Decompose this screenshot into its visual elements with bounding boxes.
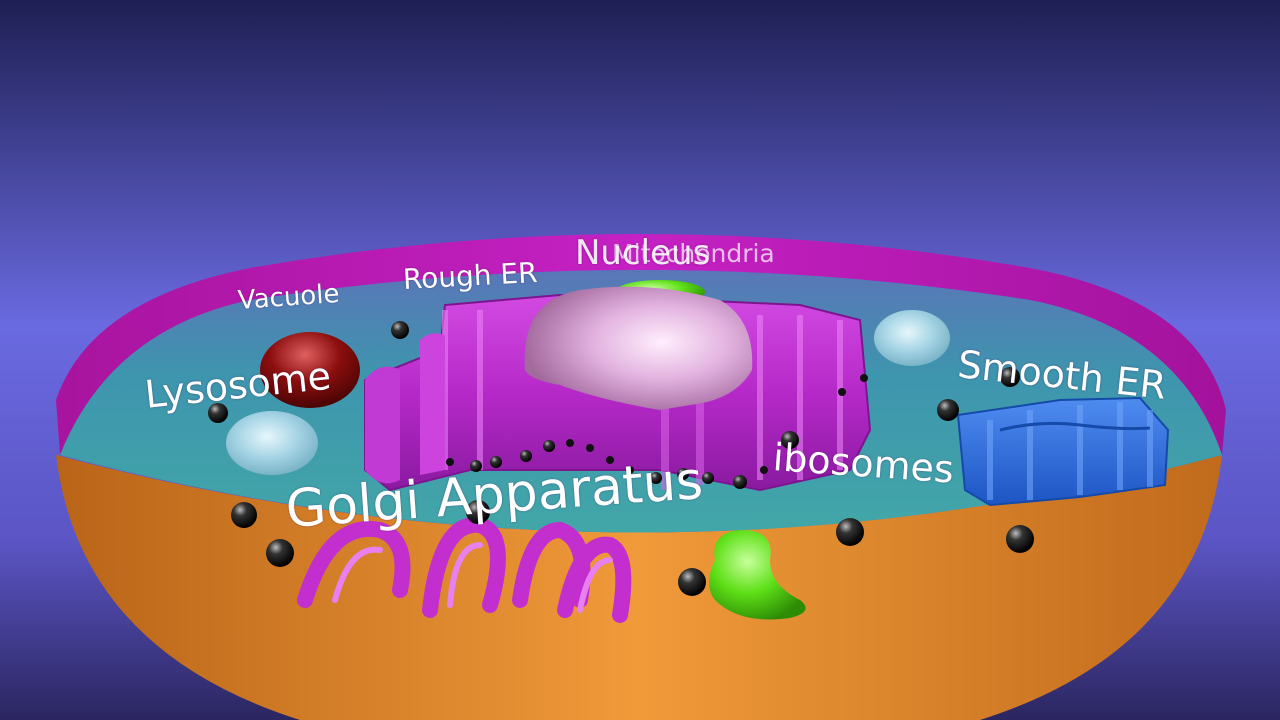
vacuole-left xyxy=(226,411,318,475)
label-vacuole: Vacuole xyxy=(236,278,341,316)
golgi-apparatus xyxy=(297,516,632,623)
free-ribosomes xyxy=(208,321,1034,596)
smooth-er xyxy=(956,396,1170,507)
label-mitochondria: Mitochondria xyxy=(612,239,775,268)
label-nucleus: Nucleus xyxy=(575,233,711,273)
nucleus xyxy=(524,286,753,410)
vacuole-right xyxy=(874,310,950,366)
mitochondrion xyxy=(709,530,806,620)
cell-outer-shell xyxy=(56,455,1222,720)
label-rough-er: Rough ER xyxy=(402,255,539,296)
lysosome xyxy=(260,332,360,408)
